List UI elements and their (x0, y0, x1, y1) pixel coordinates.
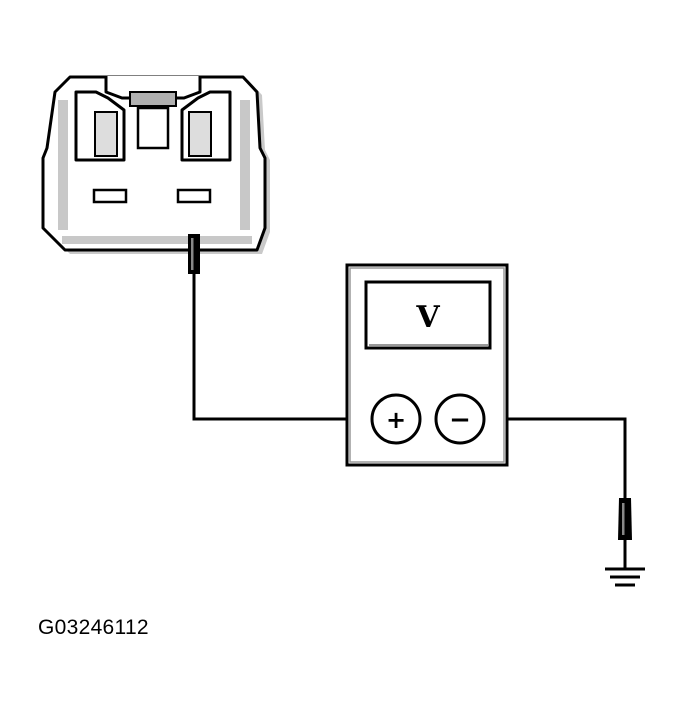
voltmeter: V + − (345, 263, 509, 467)
negative-lead-wire (482, 417, 627, 500)
figure-code: G03246112 (38, 616, 149, 639)
meter-display-label: V (415, 300, 440, 335)
negative-probe-icon (618, 498, 632, 568)
positive-lead-wire (192, 274, 372, 421)
positive-probe-icon (188, 234, 200, 274)
test-lead-wires (192, 274, 627, 500)
meter-display (364, 280, 492, 350)
negative-terminal (434, 393, 486, 445)
ground-symbol-icon (605, 567, 645, 587)
positive-terminal (370, 393, 422, 445)
negative-symbol: − (449, 405, 471, 435)
connector-icon (41, 75, 270, 254)
positive-symbol: + (386, 406, 406, 434)
